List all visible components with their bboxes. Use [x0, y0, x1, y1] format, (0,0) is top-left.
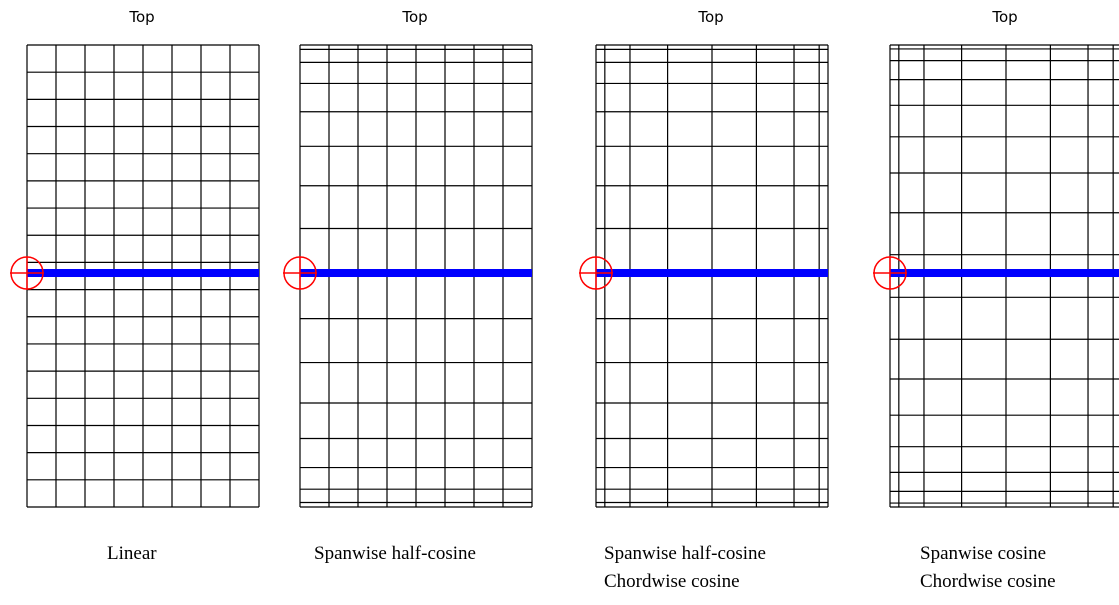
- panel-title: Top: [129, 8, 155, 26]
- caption-line: Spanwise cosine: [920, 543, 1047, 564]
- caption-line: Spanwise half-cosine: [314, 543, 476, 564]
- caption-line: Chordwise cosine: [604, 571, 740, 592]
- panel-title: Top: [992, 8, 1018, 26]
- panel-caption: Spanwise half-cosine: [314, 540, 476, 568]
- caption-line: Chordwise cosine: [920, 571, 1056, 592]
- panel-caption: Linear: [107, 540, 157, 568]
- caption-line: Linear: [107, 543, 157, 564]
- caption-line: Spanwise half-cosine: [604, 543, 766, 564]
- panel-title: Top: [698, 8, 724, 26]
- panel-title: Top: [402, 8, 428, 26]
